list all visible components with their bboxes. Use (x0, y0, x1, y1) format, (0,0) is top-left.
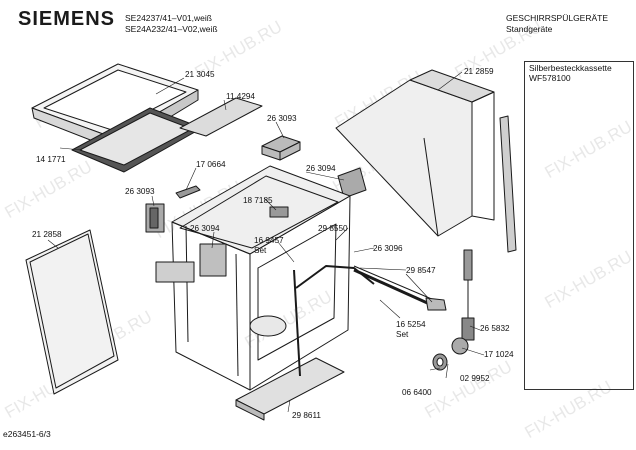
brand-logo: SIEMENS (18, 8, 116, 30)
part-label: 11 4294 (226, 92, 255, 101)
category-line-1: GESCHIRRSPÜLGERÄTE (506, 13, 609, 23)
side-rail (499, 115, 517, 253)
nut (451, 337, 469, 355)
leader-lines (47, 71, 485, 413)
part-label: Set (254, 246, 267, 255)
accessory-number: WF578100 (529, 73, 571, 83)
document-id: e263451-6/3 (3, 429, 51, 439)
category-line-2: Standgeräte (506, 24, 553, 34)
accessory-info-box: Silberbesteckkassette WF578100 (524, 61, 634, 390)
clip-upper (261, 135, 301, 161)
tub-frame (155, 165, 351, 391)
door-strip (293, 269, 301, 377)
part-label: Set (396, 330, 409, 339)
part-label: 16 9457 (254, 236, 284, 245)
part-label: 26 3096 (373, 244, 403, 253)
clip-left (145, 203, 165, 233)
part-label: 29 8547 (406, 266, 436, 275)
hose (461, 249, 475, 341)
model-line-2: SE24A232/41–V02,weiß (125, 24, 218, 34)
cup-part (269, 206, 289, 218)
part-label: 29 8611 (292, 411, 321, 420)
part-label: 14 1771 (36, 155, 66, 164)
model-line-1: SE24237/41–V01,weiß (125, 13, 212, 23)
plinth (235, 357, 345, 421)
part-label: 26 3094 (190, 224, 220, 233)
part-label: 26 3093 (125, 187, 155, 196)
clip-right (337, 167, 367, 199)
part-label: 26 5832 (480, 324, 510, 333)
part-label: 17 0664 (196, 160, 226, 169)
part-label: 26 3094 (306, 164, 336, 173)
rear-panel (335, 69, 495, 237)
part-label: 06 6400 (402, 388, 432, 397)
side-panel (25, 229, 119, 395)
part-label: 02 9952 (460, 374, 490, 383)
part-label: 21 2858 (32, 230, 62, 239)
part-label: 21 3045 (185, 70, 215, 79)
part-label: 18 7185 (243, 196, 273, 205)
bracket (175, 185, 201, 199)
part-label: 21 2859 (464, 67, 494, 76)
part-label: 16 5254 (396, 320, 426, 329)
part-label: 29 8550 (318, 224, 348, 233)
part-label: 26 3093 (267, 114, 297, 123)
insulation-mat (179, 97, 263, 137)
accessory-name: Silberbesteckkassette (529, 63, 612, 73)
part-label: 17 1024 (484, 350, 514, 359)
